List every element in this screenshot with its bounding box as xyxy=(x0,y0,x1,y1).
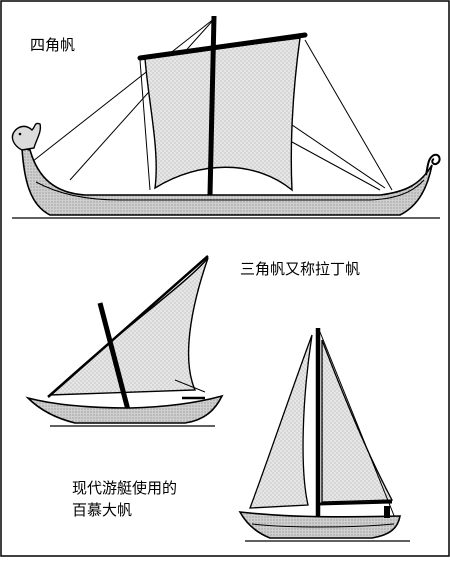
lateen-hull xyxy=(25,394,224,424)
bermuda-jib xyxy=(249,334,313,509)
lateen-mast xyxy=(97,302,131,411)
bermuda-sail-label-line2: 百慕大帆 xyxy=(72,501,133,519)
hull-strake xyxy=(35,179,425,201)
bermuda-hull xyxy=(238,511,401,539)
curled-stern xyxy=(425,153,441,176)
bermuda-mainsail xyxy=(321,339,394,503)
viking-hull xyxy=(21,146,433,216)
square-ship-mast xyxy=(207,15,217,196)
lateen-sail-boat xyxy=(25,255,224,427)
square-sail xyxy=(144,37,301,192)
bermuda-boom xyxy=(317,500,393,506)
square-sail-ship xyxy=(11,15,441,219)
square-sail-yard xyxy=(137,32,308,61)
bermuda-sail-label-line1: 现代游艇使用的 xyxy=(72,479,178,497)
lateen-sail-label: 三角帆又称拉丁帆 xyxy=(240,260,361,278)
lateen-spar xyxy=(47,255,209,398)
square-sail-label: 四角帆 xyxy=(30,36,76,54)
bermuda-sail-yacht xyxy=(238,328,410,542)
dragon-head-prow xyxy=(11,122,42,151)
